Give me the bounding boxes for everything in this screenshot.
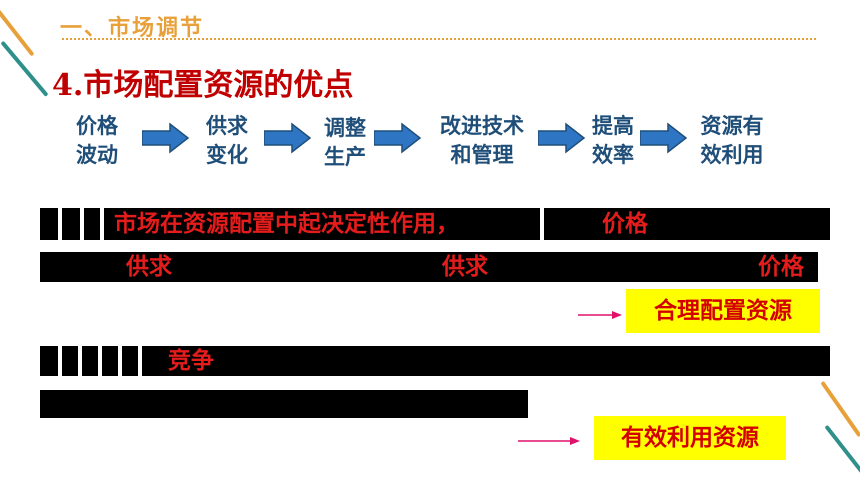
flow-arrow-right-icon — [142, 122, 190, 154]
result-box-effective-use: 有效利用资源 — [594, 416, 786, 460]
flow-step-raise-efficiency: 提高 效率 — [592, 114, 634, 167]
row2-highlight-supply-demand-b: 供求 — [442, 254, 488, 280]
flow-arrow-right-icon — [538, 122, 586, 154]
flow-step-supply-demand-change: 供求 变化 — [206, 114, 248, 167]
row2-highlight-supply-demand-a: 供求 — [126, 254, 172, 280]
result-arrow-icon — [578, 306, 622, 325]
flow-arrow-right-icon — [374, 122, 422, 154]
flow-step-adjust-production: 调整 生产 — [324, 116, 366, 169]
result-arrow-icon — [518, 432, 580, 451]
section-title: 一、市场调节 — [60, 16, 205, 41]
row2-highlight-price: 价格 — [758, 254, 804, 280]
result-box-rational-allocation: 合理配置资源 — [626, 289, 820, 333]
flow-step-price-fluctuation: 价格 波动 — [76, 114, 118, 167]
decor-stripe-teal-top-left — [0, 40, 49, 97]
flow-arrow-right-icon — [264, 122, 312, 154]
flow-step-effective-resource-use: 资源有 效利用 — [700, 114, 764, 167]
flow-arrow-right-icon — [640, 122, 688, 154]
text-row-5 — [40, 390, 528, 418]
text-row-1: 市场在资源配置中起决定性作用， 价格 — [40, 208, 830, 240]
text-row-2: 供求 供求 价格 — [40, 252, 818, 282]
row1-highlight-market-role: 市场在资源配置中起决定性作用， — [114, 211, 459, 237]
text-row-4: 竞争 — [40, 346, 830, 376]
slide-title: 4.市场配置资源的优点 — [52, 68, 354, 103]
header-divider — [62, 38, 816, 40]
row1-highlight-price: 价格 — [602, 211, 648, 237]
flow-step-improve-tech-management: 改进技术 和管理 — [440, 114, 524, 167]
row4-highlight-competition: 竞争 — [168, 348, 214, 374]
